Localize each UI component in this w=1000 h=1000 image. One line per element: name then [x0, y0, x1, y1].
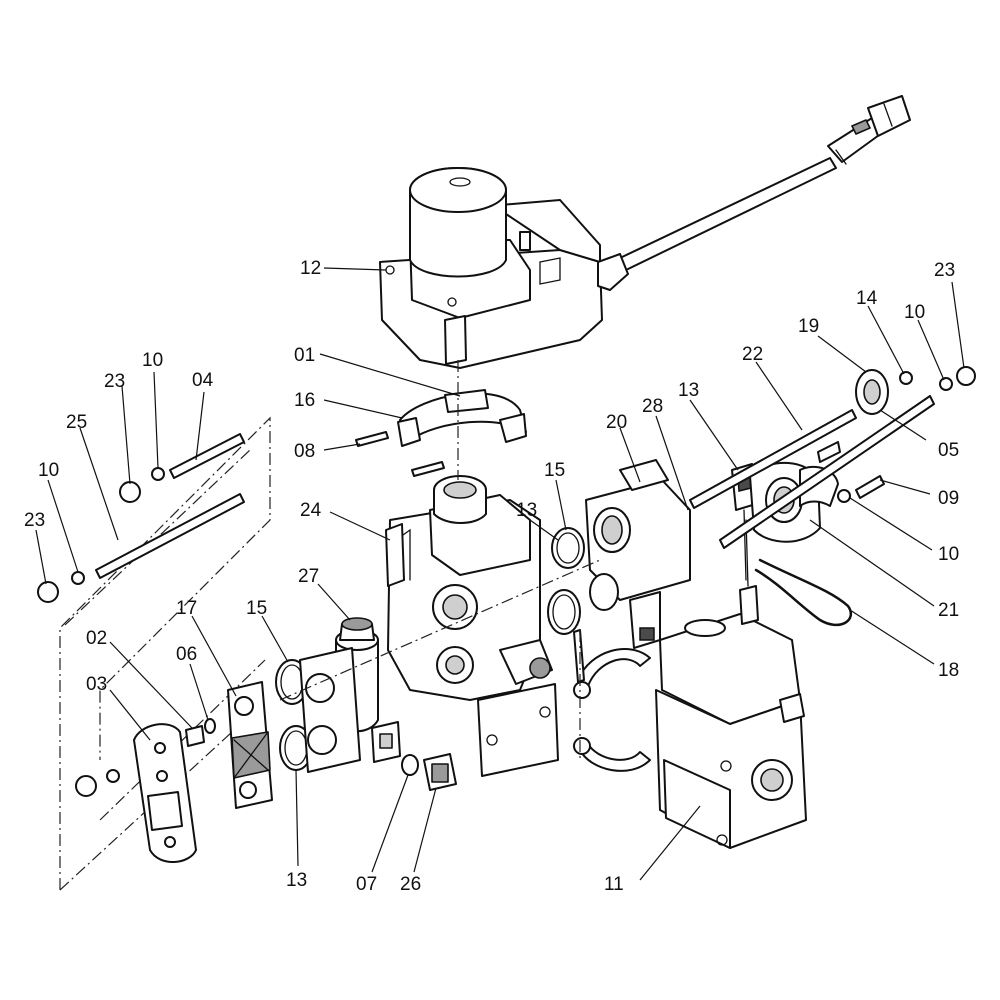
port-fitting-20: [585, 459, 691, 649]
screws-08: [355, 431, 445, 477]
nuts-washers-left: [37, 467, 165, 603]
leader-lines: [35, 267, 965, 881]
plug-26: [423, 753, 457, 791]
callout-14: 14: [856, 288, 878, 309]
callout-23-left: 23: [24, 510, 45, 531]
callout-11: 11: [604, 874, 624, 895]
long-studs: [95, 433, 245, 579]
callout-10-right: 10: [938, 544, 959, 565]
callout-12: 12: [300, 258, 321, 279]
v-band-clamp: [573, 629, 651, 772]
callout-23-top-left: 23: [104, 371, 125, 392]
callout-06: 06: [176, 644, 197, 665]
callout-28: 28: [642, 396, 663, 417]
callout-05: 05: [938, 440, 959, 461]
callout-15-left: 15: [246, 598, 267, 619]
callout-03: 03: [86, 674, 107, 695]
callout-13-center: 13: [516, 500, 537, 521]
callout-labels: 12 01 16 08 23 10 04 25 10 23 24 27 15 1…: [24, 258, 959, 895]
callout-01: 01: [294, 345, 315, 366]
callout-10-top-right: 10: [904, 302, 925, 323]
callout-13-bottom: 13: [286, 870, 307, 891]
callout-07: 07: [356, 874, 377, 895]
callout-13-top: 13: [678, 380, 699, 401]
callout-23-top-right: 23: [934, 260, 955, 281]
callout-19: 19: [798, 316, 819, 337]
axis-lines: [279, 360, 601, 760]
long-bolts-right: [689, 395, 935, 549]
hose-loop-18: [754, 558, 852, 627]
callout-24: 24: [300, 500, 322, 521]
callout-04: 04: [192, 370, 214, 391]
bracket-17: [227, 681, 273, 809]
callout-16: 16: [294, 390, 315, 411]
callout-15-center: 15: [544, 460, 565, 481]
pulley-19: [855, 369, 889, 415]
callout-17: 17: [176, 598, 197, 619]
central-valve-body: [385, 475, 559, 777]
callout-22: 22: [742, 344, 763, 365]
spacer-02: [185, 718, 216, 747]
callout-20: 20: [606, 412, 627, 433]
callout-21: 21: [938, 600, 959, 621]
callout-26: 26: [400, 874, 421, 895]
port-plate-left: [299, 647, 361, 773]
callout-25: 25: [66, 412, 87, 433]
callout-08: 08: [294, 441, 315, 462]
nuts-washers-right: [837, 366, 976, 503]
callout-09: 09: [938, 488, 959, 509]
callout-18: 18: [938, 660, 959, 681]
clamp-ring: [397, 389, 527, 447]
callout-10-left: 10: [38, 460, 59, 481]
callout-27: 27: [298, 566, 319, 587]
mounting-plate-03: [75, 723, 197, 864]
motor-cable: [619, 95, 911, 271]
lower-actuator-motor: [655, 519, 807, 849]
top-actuator-motor: [379, 167, 629, 369]
callout-02: 02: [86, 628, 107, 649]
callout-10-top-left: 10: [142, 350, 163, 371]
